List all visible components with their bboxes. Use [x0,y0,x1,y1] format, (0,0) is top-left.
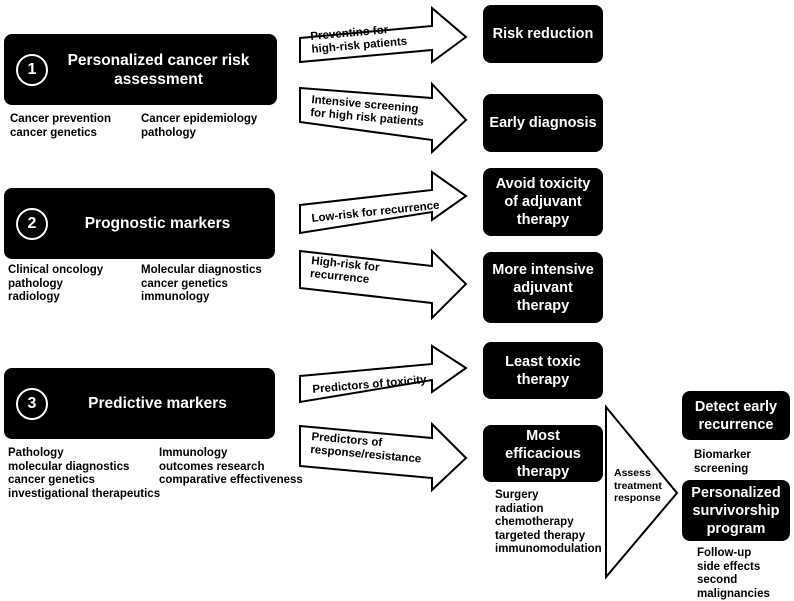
stage-risk-assessment: 1 Personalized cancer risk assessment [4,34,277,105]
stage-number-2: 2 [16,207,48,240]
arrow-shape-4 [299,248,468,321]
stage-number-1: 1 [16,53,48,86]
assess-triangle [605,404,679,580]
stage-3-notes-left: Pathology molecular diagnostics cancer g… [8,447,161,500]
stage-number-3: 3 [16,387,48,420]
stage-prognostic-markers: 2 Prognostic markers [4,188,275,259]
outcome-early-diagnosis: Early diagnosis [483,94,603,152]
outcome-intensive-adjuvant: More intensive adjuvant therapy [483,252,603,323]
stage-title-1: Personalized cancer risk assessment [67,51,250,88]
outcome-risk-reduction: Risk reduction [483,5,603,63]
followup-detect-notes: Biomarker screening [694,449,751,475]
stage-2-notes-right: Molecular diagnostics cancer genetics im… [141,264,262,303]
stage-2-notes-left: Clinical oncology pathology radiology [8,264,104,303]
followup-detect-recurrence: Detect early recurrence [682,391,790,440]
followup-survivorship: Personalized survivorship program [682,480,790,541]
arrow-shape-6 [299,421,468,493]
followup-survivorship-notes: Follow-up side effects second malignanci… [697,547,770,600]
arrow-shape-1 [299,5,468,64]
efficacious-therapy-notes: Surgery radiation chemotherapy targeted … [495,489,602,555]
arrow-shape-5 [299,344,468,404]
stage-3-notes-right: Immunology outcomes research comparative… [159,447,303,486]
stage-title-2: Prognostic markers [84,215,231,232]
outcome-most-efficacious: Most efficacious therapy [483,425,603,482]
stage-1-notes-right: Cancer epidemiology pathology [141,113,258,139]
stage-predictive-markers: 3 Predictive markers [4,368,275,439]
outcome-avoid-toxicity: Avoid toxicity of adjuvant therapy [483,168,603,236]
arrow-shape-2 [299,81,468,155]
assess-treatment-label: Assess treatment response [614,467,662,504]
stage-1-notes-left: Cancer prevention cancer genetics [10,113,111,139]
arrow-shape-3 [299,170,468,235]
stage-title-3: Predictive markers [88,395,227,412]
outcome-least-toxic: Least toxic therapy [483,342,603,399]
